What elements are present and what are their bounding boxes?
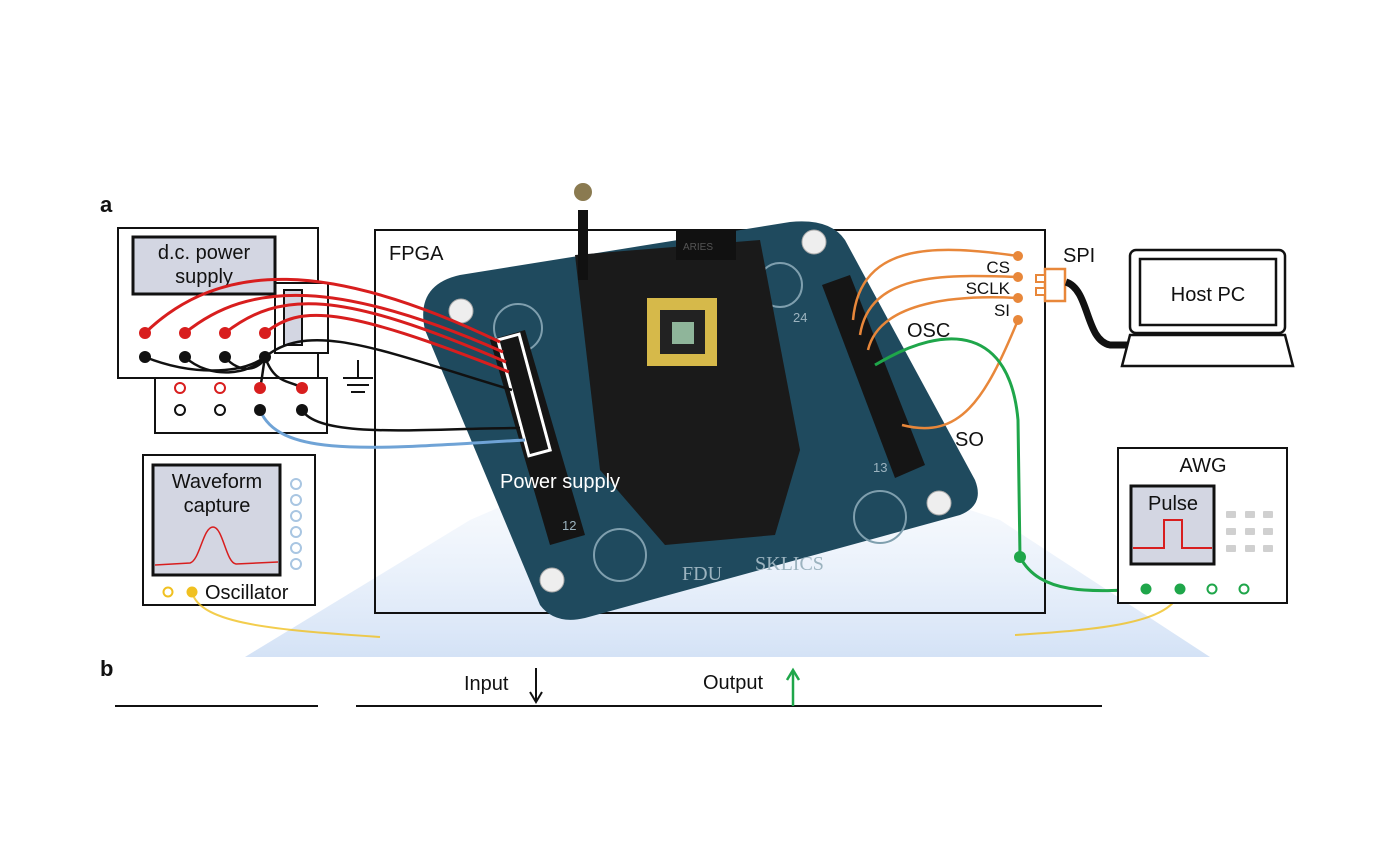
waveform-display [151,463,282,577]
dc-title-2: supply [175,266,233,288]
osc-label: OSC [907,320,950,342]
board-text-sklics: SKLICS [755,553,824,575]
input-label: Input [464,673,509,695]
terminal-positive[interactable] [296,382,308,394]
laptop-display [1138,257,1278,327]
spi-label-si: SI [994,301,1010,320]
university-seal [853,490,907,544]
power-wires [143,277,510,374]
oscillator-input[interactable] [162,586,174,598]
spi-label: SPI [1063,245,1095,267]
osc-wire [874,337,1147,593]
spi-label-sclk: SCLK [966,279,1011,298]
awg-output-2[interactable] [1174,583,1186,595]
awg-display-label: Pulse [1148,493,1198,515]
spi-connector [1035,267,1067,303]
spi-pin-si[interactable] [1013,293,1023,303]
output-arrow-icon [785,667,801,706]
spi-pin-sclk[interactable] [1013,272,1023,282]
power-supply-label: Power supply [500,471,620,493]
lever-knob [574,183,592,201]
panel-label-b: b [100,656,113,681]
dc-display [131,235,277,296]
so-label: SO [955,429,984,451]
terminal-negative[interactable] [254,404,266,416]
awg-title: AWG [1179,455,1226,477]
pin-label-12: 12 [562,518,576,533]
ground-icon [343,360,373,393]
mount-hole [801,229,827,255]
host-pc-label: Host PC [1171,284,1245,306]
board-text-fdu: FDU [682,563,723,585]
pin-label-13: 13 [873,460,887,475]
laptop-base [1120,333,1295,368]
university-seal [593,528,647,582]
usb-cable [1064,278,1130,349]
test-board: ARIES FDU SKLICS 24 12 13 [423,183,978,620]
zif-socket [575,240,800,545]
awg-keypad [1226,511,1273,552]
spi-pin-cs[interactable] [1013,251,1023,261]
awg-output-3[interactable] [1206,583,1218,595]
awg-output-4[interactable] [1238,583,1250,595]
input-arrow-icon [529,668,543,704]
terminal-positive[interactable] [219,327,231,339]
spi-wires [851,248,1020,430]
dc-power-supply: d.c. power supply [117,227,329,434]
power-supply-highlight [496,332,552,458]
oscillator: Waveform capture Oscillator [142,454,316,606]
captured-pulse [154,526,279,566]
terminal-positive[interactable] [174,382,186,394]
ground-wires [144,339,521,432]
terminal-negative[interactable] [139,351,151,363]
dc-terminals [139,327,308,416]
right-pin-header [822,275,925,478]
panel-label-a: a [100,192,113,217]
awg-output-1[interactable] [1140,583,1152,595]
terminal-positive[interactable] [259,327,271,339]
osc-junction [1014,551,1026,563]
host-pc: Host PC [1120,248,1295,368]
terminal-negative[interactable] [179,351,191,363]
terminal-negative[interactable] [259,351,271,363]
mount-hole [539,567,565,593]
oscillator-knobs [290,478,302,570]
terminal-negative[interactable] [174,404,186,416]
terminal-positive[interactable] [179,327,191,339]
mount-hole [926,490,952,516]
waveform-title-2: capture [184,495,251,517]
socket-text: ARIES [683,242,713,253]
terminal-negative[interactable] [214,404,226,416]
terminal-positive[interactable] [254,382,266,394]
awg-display [1129,484,1216,566]
output-label: Output [703,672,763,694]
terminal-positive[interactable] [139,327,151,339]
waveform-title-1: Waveform [172,471,262,493]
chip-die [672,322,694,344]
terminal-negative[interactable] [219,351,231,363]
socket-lever [578,210,588,280]
oscillator-label: Oscillator [205,582,289,604]
pulse-waveform [1133,519,1212,549]
spi-pins: CS SCLK SI OSC SO [907,251,1023,451]
socket-top [676,230,736,260]
probe-wire [258,409,526,449]
dc-title-1: d.c. power [158,242,251,264]
fpga-title: FPGA [389,243,444,265]
spi-pin-so[interactable] [1013,315,1023,325]
pin-label-24: 24 [793,310,807,325]
awg: AWG Pulse [1117,447,1288,604]
left-pin-header [490,330,585,545]
terminal-negative[interactable] [296,404,308,416]
spi-label-cs: CS [986,258,1010,277]
terminal-positive[interactable] [214,382,226,394]
trigger-wire [191,591,381,638]
